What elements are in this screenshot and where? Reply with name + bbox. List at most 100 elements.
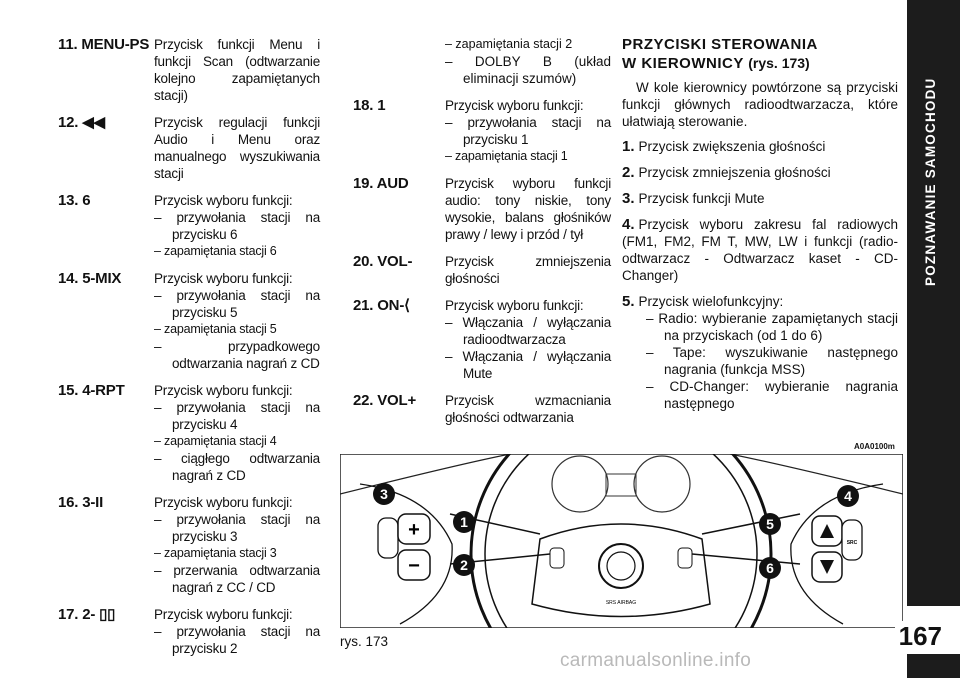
svg-text:6: 6 xyxy=(766,560,774,576)
item-text: Przycisk funkcji Mute xyxy=(638,191,765,206)
entry-body: Przycisk wyboru funkcji:– przywołania st… xyxy=(154,270,320,372)
wheel-airbag-label: SRS AIRBAG xyxy=(606,600,636,606)
entry-col2-4: 22. VOL+ Przycisk wzmacniania głośności o… xyxy=(353,392,611,426)
entry-col1-1: 12. ◀◀ Przycisk regulacji funkcji Audio i… xyxy=(58,114,320,182)
callout-6: 6 xyxy=(759,557,781,579)
entry-sub-item: – ciągłego odtwarzania nagrań z CD xyxy=(154,451,320,483)
entry-sub-item: – przywołania stacji na przycisku 3 xyxy=(154,512,320,544)
entry-sub-item: – przerwania odtwarzania nagrań z CC / C… xyxy=(154,563,320,595)
entry-label: 14. 5-MIX xyxy=(58,270,122,287)
entry-description: Przycisk funkcji Menu i funkcji Scan (od… xyxy=(154,37,320,103)
entry-col2-2: 20. VOL- Przycisk zmniejszenia głośności xyxy=(353,253,611,287)
entry-label: 17. 2- ▯▯ xyxy=(58,606,116,623)
entry-sub-item: – Włączania / wyłączania radioodtwarzacz… xyxy=(445,315,611,347)
entry-body: Przycisk regulacji funkcji Audio i Menu … xyxy=(154,114,320,182)
entry-body: Przycisk wyboru funkcji: – Włączania / wy… xyxy=(445,297,611,382)
entry-body: Przycisk wyboru funkcji:– przywołania st… xyxy=(445,97,611,165)
numbered-item-1: 1.Przycisk zwiększenia głośności xyxy=(622,138,898,155)
entry-sub-item: – zapamiętania stacji 6 xyxy=(154,244,277,258)
entry-description: Przycisk wzmacniania głośności odtwarzan… xyxy=(445,393,611,425)
entry-description: Przycisk wyboru funkcji: xyxy=(154,495,293,510)
item-text: Przycisk wyboru zakresu fal radiowych (F… xyxy=(622,217,898,283)
callout-4: 4 xyxy=(837,485,859,507)
entry-sub-item: – zapamiętania stacji 4 xyxy=(154,434,277,448)
arrow-down-icon xyxy=(820,560,834,574)
entry-sub-item: – przywołania stacji na przycisku 5 xyxy=(154,288,320,320)
entry-sub-item: – przypadkowego odtwarzania nagrań z CD xyxy=(154,339,320,371)
section-title-vertical: POZNAWANIE SAMOCHODU xyxy=(923,77,938,286)
column-right: PRZYCISKI STEROWANIA W KIEROWNICY (rys. … xyxy=(622,36,898,421)
minus-label: − xyxy=(408,555,420,577)
entry-label: 16. 3-II xyxy=(58,494,104,511)
plus-label: + xyxy=(408,519,420,541)
entry-body: Przycisk wzmacniania głośności odtwarzan… xyxy=(445,392,611,426)
entry-col1-6: 17. 2- ▯▯Przycisk wyboru funkcji:– przyw… xyxy=(58,606,320,657)
item-number: 1. xyxy=(622,138,635,155)
callout-5: 5 xyxy=(759,513,781,535)
item-number: 2. xyxy=(622,164,635,181)
entry-description: Przycisk zmniejszenia głośności xyxy=(445,254,611,286)
entry-description: Przycisk wyboru funkcji: xyxy=(154,383,293,398)
entry-col1-4: 15. 4-RPT Przycisk wyboru funkcji: – przyw… xyxy=(58,382,320,484)
entry-description: Przycisk wyboru funkcji: xyxy=(445,298,584,313)
item-sub: – Radio: wybieranie zapamiętanych stacji… xyxy=(646,311,898,343)
entry-label: 18. 1 xyxy=(353,97,386,114)
section-heading: PRZYCISKI STEROWANIA W KIEROWNICY (rys. … xyxy=(622,36,898,73)
entry-label: 11. MENU-PS xyxy=(58,36,150,53)
watermark-text: carmanualsonline.info xyxy=(560,650,752,671)
continued-items: – zapamiętania stacji 2– DOLBY B (układ … xyxy=(445,36,611,87)
heading-line-2: W KIEROWNICY xyxy=(622,55,744,72)
svg-text:1: 1 xyxy=(460,514,468,530)
entry-body: Przycisk wyboru funkcji: – przywołania st… xyxy=(154,382,320,484)
volume-down-button xyxy=(397,549,431,581)
entry-label: 15. 4-RPT xyxy=(58,382,125,399)
entry-sub-item: – zapamiętania stacji 3 xyxy=(154,546,277,560)
svg-text:2: 2 xyxy=(460,557,468,573)
svg-text:4: 4 xyxy=(844,488,852,504)
entry-label: 12. ◀◀ xyxy=(58,114,105,131)
item-text: Przycisk wielofunkcyjny: xyxy=(638,294,784,309)
entry-body: Przycisk zmniejszenia głośności xyxy=(445,253,611,287)
entries-list: 18. 1 Przycisk wyboru funkcji:– przywołan… xyxy=(353,97,611,426)
entry-col2-0: 18. 1 Przycisk wyboru funkcji:– przywołan… xyxy=(353,97,611,165)
entry-label: 22. VOL+ xyxy=(353,392,417,409)
item-number: 5. xyxy=(622,293,635,310)
figure-caption: rys. 173 xyxy=(340,634,389,649)
item-number: 4. xyxy=(622,216,635,233)
item-text: Przycisk zwiększenia głośności xyxy=(638,139,826,154)
entry-sub-item: – zapamiętania stacji 1 xyxy=(445,149,568,163)
callout-2: 2 xyxy=(453,554,475,576)
entry-sub-item: – przywołania stacji na przycisku 4 xyxy=(154,400,320,432)
svg-text:3: 3 xyxy=(380,486,388,502)
entry-col1-5: 16. 3-II Przycisk wyboru funkcji: – przywo… xyxy=(58,494,320,596)
svg-text:POZNAWANIE SAMOCHODU: POZNAWANIE SAMOCHODU xyxy=(923,77,938,286)
entry-description: Przycisk regulacji funkcji Audio i Menu … xyxy=(154,115,320,181)
section-sidebar: POZNAWANIE SAMOCHODU xyxy=(907,0,960,678)
src-button-drawing xyxy=(841,519,863,561)
page-number: 167 xyxy=(894,621,946,652)
item-number: 3. xyxy=(622,190,635,207)
svg-text:5: 5 xyxy=(766,516,774,532)
heading-line-1: PRZYCISKI STEROWANIA xyxy=(622,36,818,53)
entry-description: Przycisk wyboru funkcji: xyxy=(154,607,293,622)
item-sub: – Tape: wyszukiwanie następnego nagrania… xyxy=(646,345,898,377)
callout-3: 3 xyxy=(373,483,395,505)
entry-label: 21. ON-⟨ xyxy=(353,297,410,314)
entry-label: 20. VOL- xyxy=(353,253,413,270)
entry-description: Przycisk wyboru funkcji: xyxy=(445,98,584,113)
entry-sub-item: – przywołania stacji na przycisku 6 xyxy=(154,210,320,242)
numbered-item-5: 5.Przycisk wielofunkcyjny: – Radio: wybie… xyxy=(622,293,898,412)
entry-sub-item: – zapamiętania stacji 5 xyxy=(154,322,277,336)
numbered-item-2: 2.Przycisk zmniejszenia głośności xyxy=(622,164,898,181)
arrow-up-icon xyxy=(820,524,834,538)
heading-figure-ref: (rys. 173) xyxy=(748,55,810,71)
entry-description: Przycisk wyboru funkcji audio: tony nisk… xyxy=(445,176,611,242)
continued-list: – zapamiętania stacji 2– DOLBY B (układ … xyxy=(353,36,611,87)
callout-1: 1 xyxy=(453,511,475,533)
entry-body: Przycisk wyboru funkcji: – przywołania st… xyxy=(154,494,320,596)
entry-col1-3: 14. 5-MIX Przycisk wyboru funkcji:– przyw… xyxy=(58,270,320,372)
